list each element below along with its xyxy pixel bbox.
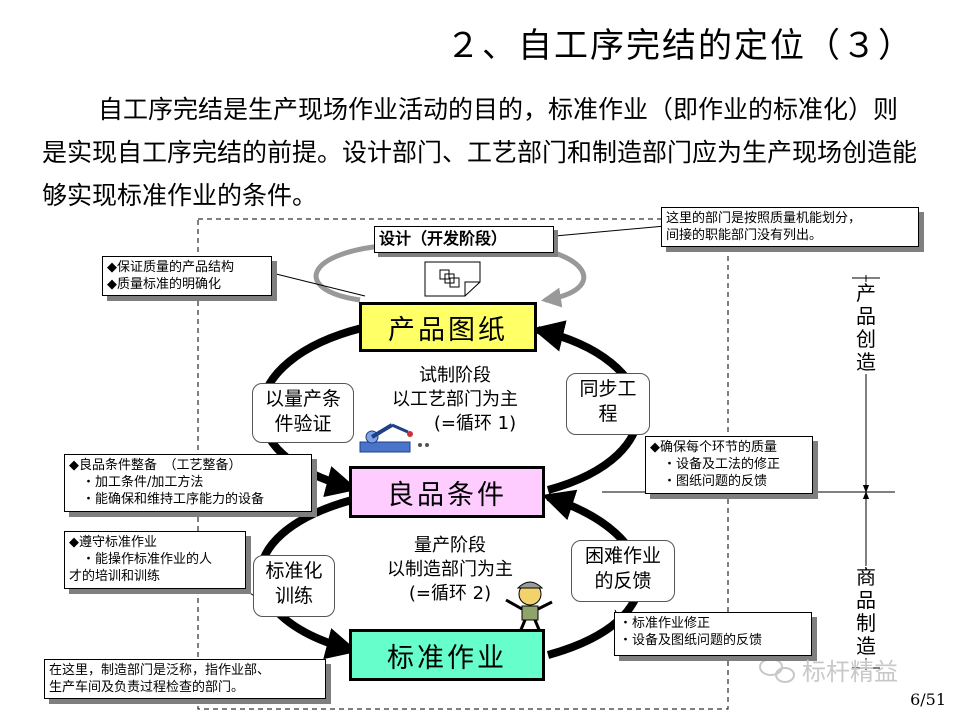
page-number: 6/51: [910, 690, 946, 709]
difficult-work-feedback-label: 困难作业 的反馈: [571, 540, 675, 602]
manufacturing-note-callout: 在这里，制造部门是泛称，指作业部、 生产车间及负责过程检查的部门。: [44, 659, 326, 699]
product-drawing-node: 产品图纸: [359, 302, 537, 352]
cycle1-line1: 试制阶段: [419, 365, 491, 386]
cycle2-line3: (=循环 2): [408, 583, 492, 604]
quality-assurance-callout: ◆保证质量的产品结构 ◆质量标准的明确化: [102, 256, 272, 296]
cycle2-line1: 量产阶段: [414, 535, 486, 556]
cycle1-text: 试制阶段 以工艺部门为主 (=循环 1): [360, 364, 550, 436]
intro-paragraph: 自工序完结是生产现场作业活动的目的，标准作业（即作业的标准化）则是实现自工序完结…: [42, 95, 918, 210]
wechat-icon: [759, 658, 795, 683]
good-condition-node: 良品条件: [349, 466, 545, 518]
cycle1-line3: (=循环 1): [433, 413, 517, 434]
product-creation-label: 产品创造: [854, 281, 878, 374]
watermark-text: 标杆精益: [802, 658, 898, 686]
robot-arm-icon: [359, 423, 429, 453]
correction-feedback-callout: ・标准作业修正 ・设备及图纸问题的反馈: [614, 612, 812, 656]
synchronous-engineering-label: 同步工 程: [566, 373, 650, 435]
document-icon: [424, 261, 481, 297]
standard-work-node: 标准作业: [349, 629, 545, 681]
department-note-callout: 这里的部门是按照质量机能划分， 间接的职能部门没有列出。: [661, 207, 919, 247]
cycle2-line2: 以制造部门为主: [387, 559, 513, 580]
product-manufacturing-label: 商品制造: [854, 565, 878, 658]
good-condition-callout: ◆良品条件整备 （工艺整备） ・加工条件/加工方法 ・能确保和维持工序能力的设备: [64, 454, 312, 512]
cycle1-line2: 以工艺部门为主: [392, 389, 518, 410]
design-stage-label: 设计（开发阶段）: [374, 226, 554, 253]
slide-title: ２、自工序完结的定位（３）: [446, 26, 914, 66]
cycle2-text: 量产阶段 以制造部门为主 (=循环 2): [355, 534, 545, 606]
standardization-training-label: 标准化 训练: [253, 555, 335, 617]
observe-standard-callout: ◆遵守标准作业 ・能操作标准作业的人 才的培训和训练: [64, 531, 246, 589]
mass-production-verify-label: 以量产条 件验证: [252, 383, 354, 443]
process-quality-callout: ◆确保每个环节的质量 ・设备及工法的修正 ・图纸问题的反馈: [645, 436, 813, 494]
